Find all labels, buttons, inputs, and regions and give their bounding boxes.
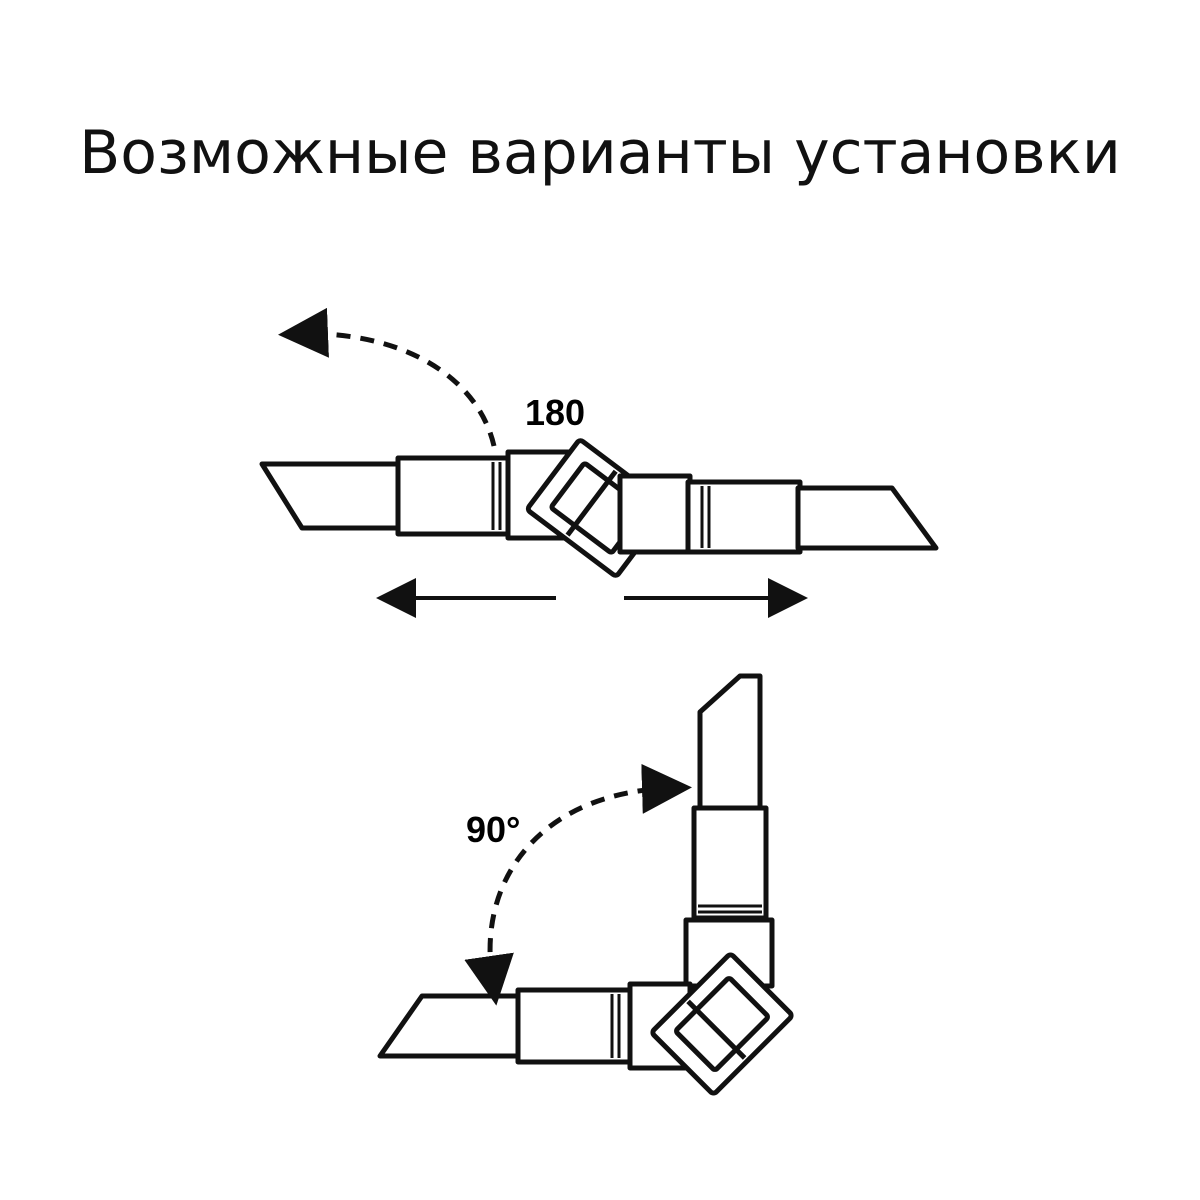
connector-right <box>617 473 693 555</box>
seal-right <box>685 479 803 555</box>
glass-panel-right <box>795 485 939 551</box>
variant-90: 90° <box>377 673 794 1096</box>
variant-180: 180 <box>259 307 939 618</box>
hinge-90-body-inner <box>674 976 770 1072</box>
angle-label-90: 90° <box>466 809 520 850</box>
hinge-90 <box>650 952 794 1096</box>
angle-label-180: 180 <box>525 392 585 433</box>
glass-panel-horizontal <box>377 993 523 1059</box>
hinge-divider <box>565 469 618 537</box>
glass-panel-vertical <box>697 673 763 813</box>
glass-panel-left <box>259 461 403 531</box>
rotation-arc-180 <box>278 307 497 447</box>
page-title: Возможные варианты установки <box>79 118 1121 188</box>
hinge-90-divider <box>686 999 747 1060</box>
seal-vertical <box>691 805 769 921</box>
rotation-arc-90 <box>464 763 692 1006</box>
